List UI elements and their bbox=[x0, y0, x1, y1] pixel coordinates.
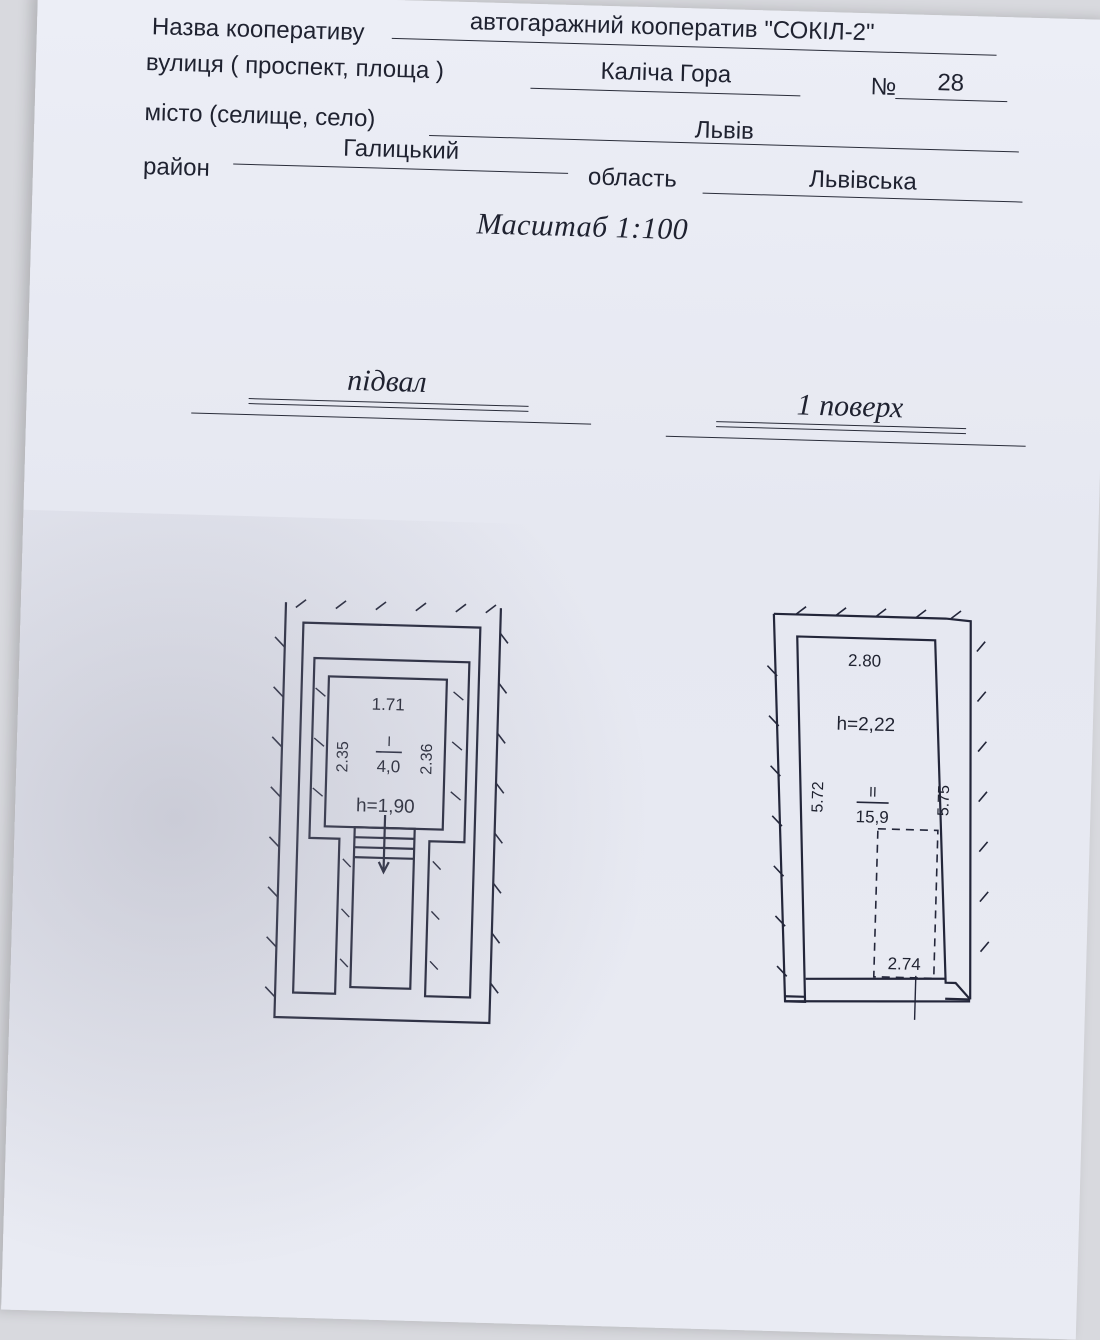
district-label: район bbox=[142, 153, 211, 182]
basement-title: підвал bbox=[346, 363, 428, 399]
car-outline bbox=[872, 827, 939, 980]
first-floor-gate-width: 2.74 bbox=[887, 954, 921, 974]
basement-right-length: 2.36 bbox=[418, 743, 436, 775]
cooperative-value: автогаражний кооператив "СОКІЛ-2" bbox=[469, 8, 875, 47]
basement-plan: 1.71 2.35 2.36 I 4,0 h=1,90 bbox=[264, 599, 509, 1025]
first-floor-right-length: 5.75 bbox=[935, 785, 953, 817]
cooperative-label: Назва кооперативу bbox=[151, 13, 365, 47]
first-floor-left-length: 5.72 bbox=[809, 781, 827, 813]
first-floor-room-number: II bbox=[869, 784, 877, 800]
basement-area: 4,0 bbox=[376, 757, 400, 777]
first-floor-title: 1 поверх bbox=[796, 388, 904, 425]
first-floor-height: h=2,22 bbox=[836, 714, 895, 737]
basement-width-label: 1.71 bbox=[371, 695, 405, 715]
first-floor-area: 15,9 bbox=[855, 807, 889, 827]
first-floor-plan: 2.80 h=2,22 5.72 5.75 II 15,9 2.74 bbox=[766, 606, 990, 1020]
basement-title-underline bbox=[248, 398, 529, 412]
number-label: № bbox=[870, 73, 897, 101]
basement-room-number: I bbox=[387, 733, 391, 749]
region-label: область bbox=[587, 163, 678, 193]
basement-corridor bbox=[349, 826, 416, 990]
scale-caption: Масштаб 1:100 bbox=[476, 207, 689, 247]
first-floor-title-baseline bbox=[665, 435, 1026, 447]
basement-inner-wall bbox=[291, 621, 482, 999]
basement-height: h=1,90 bbox=[356, 795, 415, 818]
first-floor-width-label: 2.80 bbox=[848, 651, 882, 671]
number-value: 28 bbox=[937, 69, 965, 97]
stair-arrow-icon bbox=[382, 814, 387, 873]
basement-outer-wall bbox=[273, 602, 503, 1025]
first-floor-outer-wall bbox=[773, 612, 972, 1000]
first-floor-gate-line bbox=[805, 977, 946, 980]
street-label: вулиця ( проспект, площа ) bbox=[145, 49, 445, 85]
first-floor-outer-bottom bbox=[785, 1000, 971, 1003]
basement-left-length: 2.35 bbox=[334, 741, 352, 773]
city-label: місто (селище, село) bbox=[144, 99, 376, 133]
street-value: Каліча Гора bbox=[600, 57, 732, 89]
basement-title-baseline bbox=[191, 412, 592, 425]
